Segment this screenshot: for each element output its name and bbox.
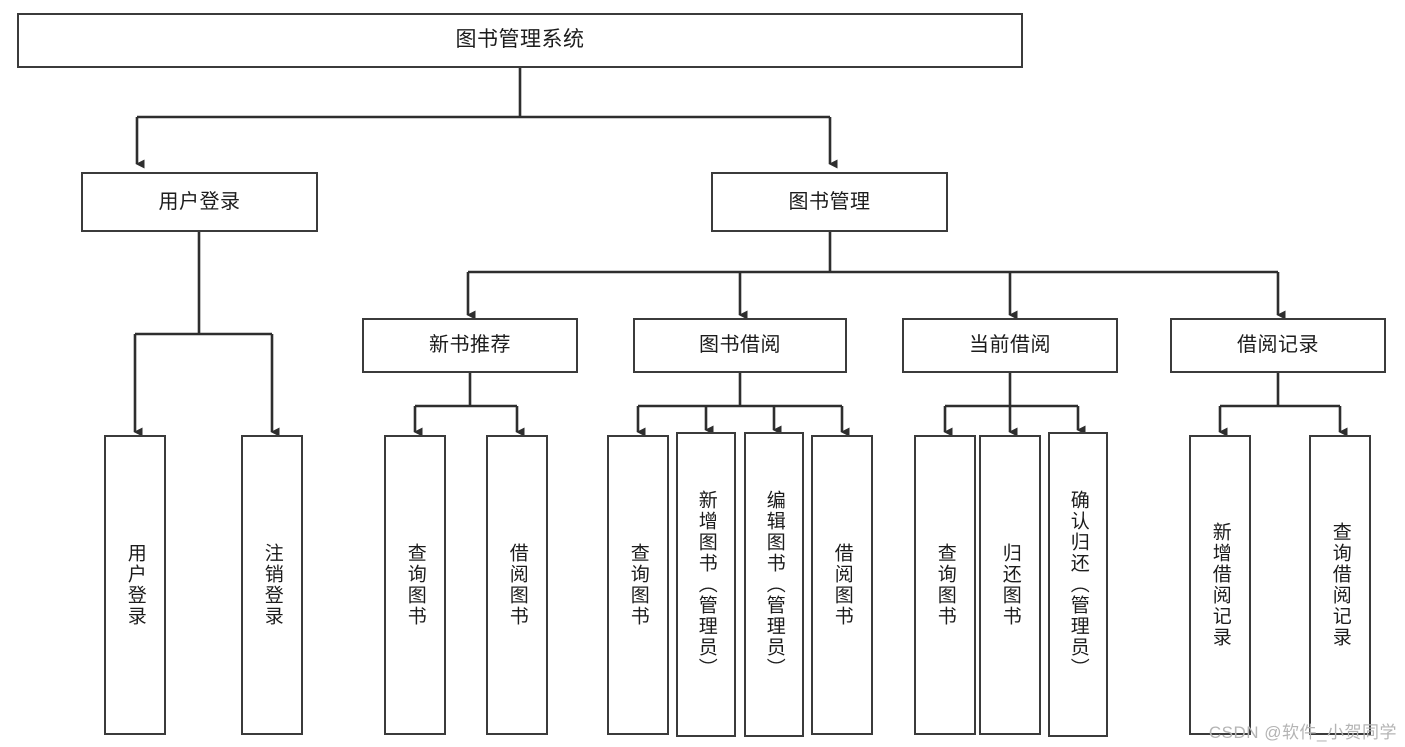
node-user-login[interactable]: 用户登录 <box>81 172 318 232</box>
node-label: 图书借阅 <box>699 334 781 356</box>
node-label: 新书推荐 <box>429 334 511 356</box>
node-label: 新增图书（管理员） <box>695 490 717 679</box>
leaf-user-login-login[interactable]: 用户登录 <box>104 435 166 735</box>
node-label: 编辑图书（管理员） <box>763 490 785 679</box>
node-label: 图书管理 <box>788 190 871 213</box>
node-label: 归还图书 <box>999 543 1021 627</box>
leaf-user-login-logout[interactable]: 注销登录 <box>241 435 303 735</box>
leaf-book-borrow-add[interactable]: 新增图书（管理员） <box>676 432 736 737</box>
leaf-current-borrow-query[interactable]: 查询图书 <box>914 435 976 735</box>
node-label: 用户登录 <box>124 543 146 627</box>
leaf-new-book-borrow[interactable]: 借阅图书 <box>486 435 548 735</box>
node-label: 查询借阅记录 <box>1329 522 1351 648</box>
node-current-borrow[interactable]: 当前借阅 <box>902 318 1118 373</box>
node-new-book-recommend[interactable]: 新书推荐 <box>362 318 578 373</box>
node-label: 借阅图书 <box>831 543 853 627</box>
leaf-current-borrow-return[interactable]: 归还图书 <box>979 435 1041 735</box>
node-label: 查询图书 <box>404 543 426 627</box>
node-label: 确认归还（管理员） <box>1067 490 1089 679</box>
leaf-book-borrow-query[interactable]: 查询图书 <box>607 435 669 735</box>
leaf-borrow-record-add[interactable]: 新增借阅记录 <box>1189 435 1251 735</box>
node-label: 新增借阅记录 <box>1209 522 1231 648</box>
node-label: 当前借阅 <box>969 334 1051 356</box>
node-label: 查询图书 <box>934 543 956 627</box>
node-label: 注销登录 <box>261 543 283 627</box>
node-book-management[interactable]: 图书管理 <box>711 172 948 232</box>
leaf-book-borrow-edit[interactable]: 编辑图书（管理员） <box>744 432 804 737</box>
leaf-borrow-record-query[interactable]: 查询借阅记录 <box>1309 435 1371 735</box>
node-label: 用户登录 <box>158 190 241 213</box>
node-label: 图书管理系统 <box>455 28 585 52</box>
node-label: 借阅图书 <box>506 543 528 627</box>
leaf-current-borrow-confirm-return[interactable]: 确认归还（管理员） <box>1048 432 1108 737</box>
node-label: 查询图书 <box>627 543 649 627</box>
node-borrow-record[interactable]: 借阅记录 <box>1170 318 1386 373</box>
csdn-watermark: CSDN @软件_小贺同学 <box>1208 723 1397 742</box>
leaf-new-book-query[interactable]: 查询图书 <box>384 435 446 735</box>
leaf-book-borrow-borrow[interactable]: 借阅图书 <box>811 435 873 735</box>
node-label: 借阅记录 <box>1237 334 1319 356</box>
node-root-system[interactable]: 图书管理系统 <box>17 13 1023 68</box>
node-book-borrow[interactable]: 图书借阅 <box>633 318 847 373</box>
